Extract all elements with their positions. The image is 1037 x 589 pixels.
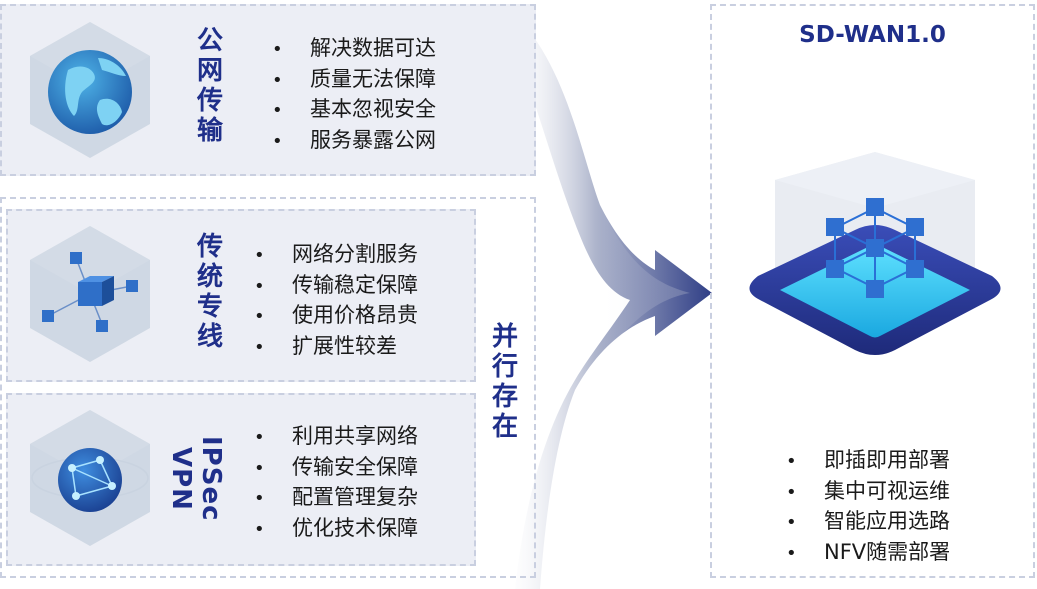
list-item: 优化技术保障: [254, 514, 418, 545]
sdwan-title: SD-WAN1.0: [799, 22, 946, 48]
feature-list: 解决数据可达 质量无法保障 基本忽视安全 服务暴露公网: [272, 34, 436, 156]
feature-list: 利用共享网络 传输安全保障 配置管理复杂 优化技术保障: [254, 422, 418, 544]
list-item: 传输安全保障: [254, 453, 418, 484]
section-group-private: [0, 197, 536, 578]
list-item: NFV随需部署: [786, 538, 950, 569]
list-item: 使用价格昂贵: [254, 301, 418, 332]
list-item: 解决数据可达: [272, 34, 436, 65]
list-item: 扩展性较差: [254, 332, 418, 363]
list-item: 网络分割服务: [254, 240, 418, 271]
list-item: 利用共享网络: [254, 422, 418, 453]
sdwan-panel: [710, 4, 1035, 578]
feature-list: 网络分割服务 传输稳定保障 使用价格昂贵 扩展性较差: [254, 240, 418, 362]
section-title: 传统专线: [196, 232, 223, 352]
list-item: 传输稳定保障: [254, 271, 418, 302]
list-item: 基本忽视安全: [272, 95, 436, 126]
coexist-label: 并行存在: [491, 322, 518, 442]
list-item: 智能应用选路: [786, 507, 950, 538]
list-item: 配置管理复杂: [254, 483, 418, 514]
list-item: 即插即用部署: [786, 446, 950, 477]
list-item: 集中可视运维: [786, 477, 950, 508]
list-item: 服务暴露公网: [272, 126, 436, 157]
section-title: IPSec VPN: [166, 436, 226, 522]
feature-list: 即插即用部署 集中可视运维 智能应用选路 NFV随需部署: [786, 446, 950, 568]
list-item: 质量无法保障: [272, 65, 436, 96]
section-title: 公网传输: [196, 26, 223, 146]
